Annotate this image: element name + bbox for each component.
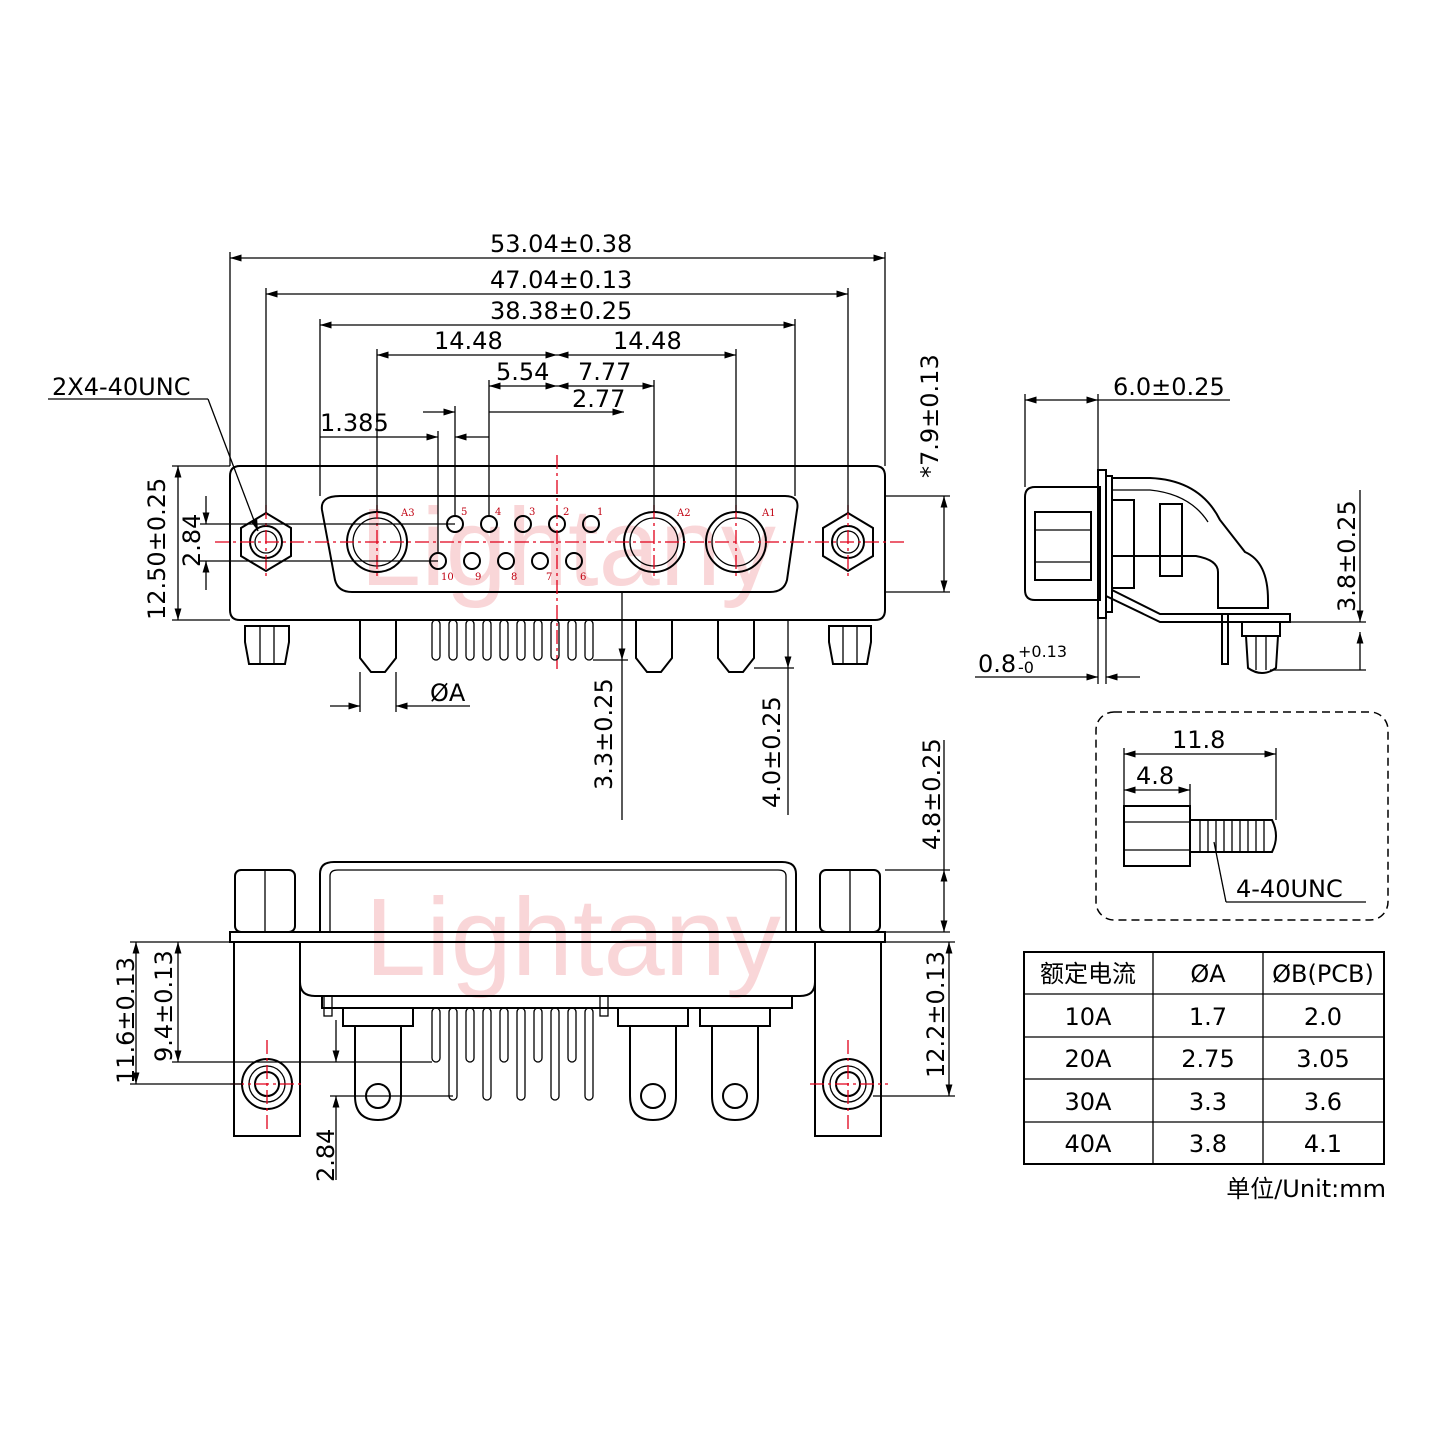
table-cell: 40A [1065,1130,1113,1158]
dim-row: 2.84 [312,1129,340,1182]
pin-label-8: 8 [511,572,517,583]
front-power-pin-a3 [359,619,397,673]
front-power-pin-a2 [635,619,673,673]
pin-label-6: 6 [580,572,586,583]
table-cell: 10A [1065,1003,1113,1031]
dim-plate: 0.8 [978,650,1016,678]
table-cell: 3.6 [1304,1088,1342,1116]
dim-plate-tol-upper: +0.13 [1018,642,1067,661]
dim-right-pitch: 14.48 [613,327,682,355]
dim-shell: 38.38±0.25 [490,297,632,325]
front-signal-pins [431,619,594,661]
table-cell: 2.0 [1304,1003,1342,1031]
right-board-lock [828,625,872,665]
table-cell: 3.8 [1189,1130,1227,1158]
dim-right: 12.2±0.13 [922,951,950,1078]
side-board-lock [1241,621,1281,674]
label-thread: 2X4-40UNC [52,373,190,401]
table-cell: 2.75 [1181,1045,1234,1073]
dim-hex-height: 4.8±0.25 [918,738,946,850]
dim-half-row1: 5.54 [496,358,549,386]
dim-pin-height: 3.8±0.25 [1333,500,1361,612]
dim-screw-length: 11.8 [1172,726,1225,754]
bottom-left-hex [234,869,296,933]
front-d-shell [320,495,799,593]
watermark-top: Lightany [360,486,776,609]
bottom-signal-pins-row2 [448,1007,594,1101]
pin-label-7: 7 [546,572,552,583]
dim-pin-len-signal: 3.3±0.25 [590,678,618,790]
front-power-pin-a1 [717,619,755,673]
screw-detail: 11.8 4.8 4-40UNC [1095,711,1389,921]
table-cell: 30A [1065,1088,1113,1116]
table-cell: 4.1 [1304,1130,1342,1158]
front-view: A3 5 4 3 2 1 A2 A1 10 9 8 7 6 [48,230,950,820]
dim-screw-hex: 4.8 [1136,762,1174,790]
unit-note: 单位/Unit:mm [1226,1175,1386,1203]
front-flange [229,465,886,621]
dim-left-inner: 9.4±0.13 [150,950,178,1062]
dim-left-pitch: 14.48 [434,327,503,355]
pin-label-5: 5 [461,507,467,518]
bottom-power-terminal-a3 [342,1007,414,1122]
pin-label-9: 9 [475,572,481,583]
bottom-right-hex [819,869,881,933]
pin-label-1: 1 [597,507,603,518]
bottom-power-terminal-a2 [617,1007,689,1122]
pin-label-4: 4 [495,507,501,518]
dim-flange-height: *7.9±0.13 [916,354,944,478]
spec-table: 额定电流 ØA ØB(PCB) 10A 1.7 2.0 20A 2.75 3.0… [1023,951,1386,1203]
bottom-signal-pins-row1 [431,1007,577,1063]
table-cell: 3.05 [1296,1045,1349,1073]
dim-mount-holes: 47.04±0.13 [490,266,632,294]
watermark-bottom: Lightany [365,876,781,999]
side-view: 6.0±0.25 3.8±0.25 0.8 +0.13 -0 [975,373,1366,684]
dim-pin-len-power: 4.0±0.25 [758,696,786,808]
bottom-power-terminal-a1 [699,1007,771,1122]
dim-row-spacing: 2.84 [178,514,206,567]
left-board-lock [244,625,290,665]
table-header-pin-dia: ØA [1190,960,1226,988]
table-cell: 3.3 [1189,1088,1227,1116]
dim-height: 12.50±0.25 [143,478,171,620]
pin-label-10: 10 [441,572,454,583]
screw-thread-lines [1199,820,1265,852]
dim-stagger: 1.385 [320,409,389,437]
dim-depth: 6.0±0.25 [1113,373,1225,401]
table-header-current: 额定电流 [1040,960,1136,988]
table-cell: 20A [1065,1045,1113,1073]
bottom-view: 4.8±0.25 11.6±0.13 9.4±0.13 12.2±0.13 2.… [112,738,955,1182]
table-header-pcb-dia: ØB(PCB) [1272,960,1374,988]
dim-a2-offset: 7.77 [578,358,631,386]
dim-plate-tol-lower: -0 [1018,658,1034,677]
dim-pin-dia: ØA [430,679,466,707]
pin-label-2: 2 [563,507,569,518]
pin-label-a2: A2 [676,508,691,519]
pin-label-a3: A3 [400,508,415,519]
dim-left-outer: 11.6±0.13 [112,957,140,1084]
table-cell: 1.7 [1189,1003,1227,1031]
pin-label-a1: A1 [761,508,776,519]
dim-overall: 53.04±0.38 [490,230,632,258]
dim-row2-offset: 2.77 [572,385,625,413]
pin-label-3: 3 [529,507,535,518]
label-screw-thread: 4-40UNC [1236,875,1343,903]
